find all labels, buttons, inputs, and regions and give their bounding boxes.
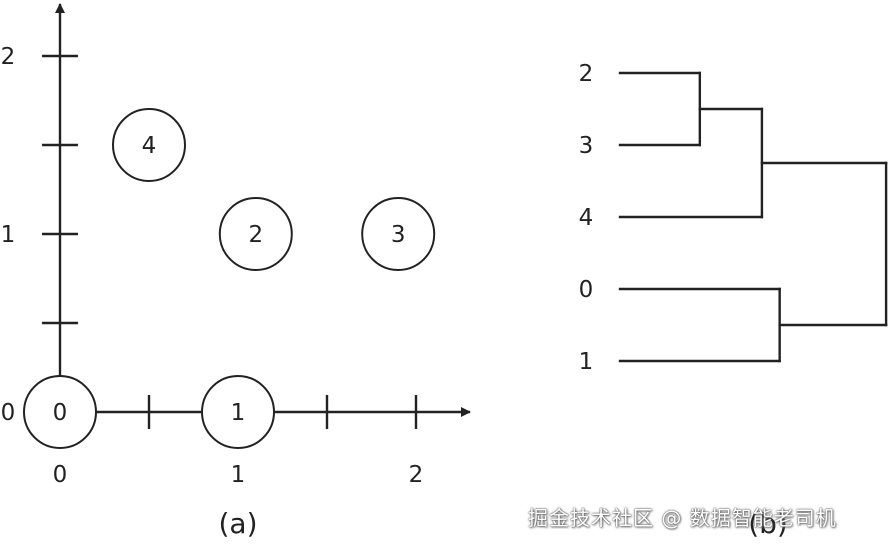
y-ticks: 0 1 2 — [1, 44, 78, 426]
point-label: 0 — [53, 400, 68, 426]
point-label: 3 — [391, 222, 406, 248]
cluster-points: 0 1 2 3 4 — [23, 108, 436, 449]
x-tick-label: 0 — [53, 462, 68, 488]
point-3: 3 — [361, 197, 436, 271]
leaf-label-3: 3 — [579, 133, 594, 159]
point-circle — [23, 375, 97, 449]
point-label: 1 — [231, 400, 246, 426]
x-tick-label: 2 — [409, 462, 424, 488]
point-label: 2 — [248, 222, 263, 248]
point-4: 4 — [112, 108, 186, 182]
point-2: 2 — [218, 197, 293, 271]
leaf-labels: 2 3 4 0 1 — [579, 61, 594, 375]
dendrogram-branches — [618, 71, 888, 363]
leaf-label-4: 4 — [579, 205, 594, 231]
point-circle — [218, 197, 293, 271]
point-label: 4 — [142, 133, 157, 159]
point-circle — [112, 108, 186, 182]
point-1: 1 — [201, 375, 275, 449]
leaf-label-1: 1 — [579, 349, 594, 375]
dendrogram-caption: (b) — [748, 507, 788, 540]
leaf-label-2: 2 — [579, 61, 594, 87]
point-0: 0 — [23, 375, 97, 449]
y-tick-label: 1 — [1, 222, 16, 248]
y-tick-label: 0 — [1, 400, 16, 426]
point-circle — [201, 375, 275, 449]
point-circle — [361, 197, 436, 271]
scatter-caption: (a) — [218, 507, 257, 540]
y-tick-label: 2 — [1, 44, 16, 70]
scatter-panel: 0 1 2 0 1 2 0 1 2 3 4 (a) — [1, 3, 471, 540]
leaf-label-0: 0 — [579, 277, 594, 303]
dendrogram-panel: 2 3 4 0 1 (b) — [579, 61, 888, 540]
x-tick-label: 1 — [231, 462, 246, 488]
watermark: 掘金技术社区 @ 数据智能老司机 — [528, 506, 837, 530]
